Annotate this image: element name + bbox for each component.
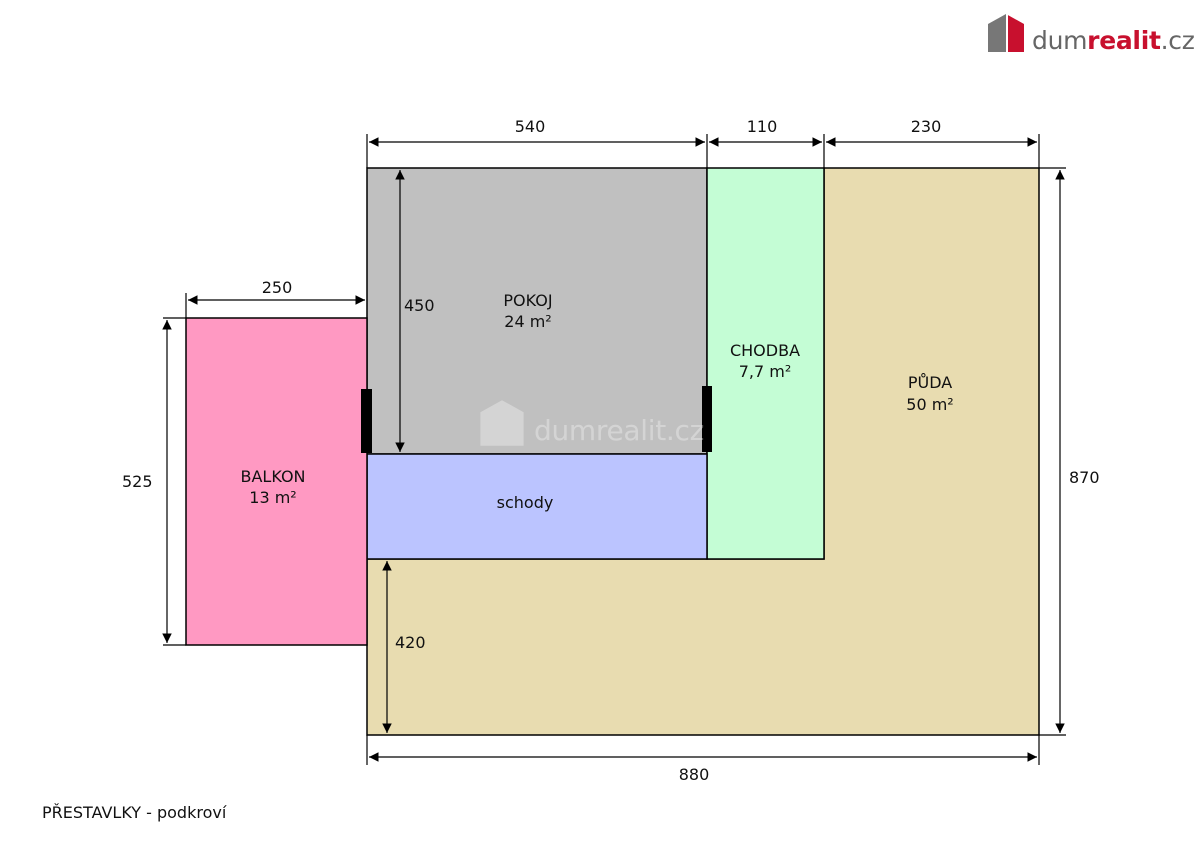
room-label-puda-area: 50 m² [906, 395, 953, 414]
dimension-total-height [1039, 167, 1066, 736]
brand-logo: dumrealit.cz [986, 12, 1195, 56]
plan-caption: PŘESTAVLKY - podkroví [42, 803, 227, 822]
room-label-pokoj-area: 24 m² [504, 312, 551, 331]
brand-name-part3: .cz [1160, 26, 1195, 55]
room-label-chodba-name: CHODBA [730, 341, 800, 360]
room-label-schody-name: schody [497, 493, 554, 512]
house-logo-icon [480, 400, 524, 446]
brand-name: dumrealit.cz [1032, 26, 1195, 55]
room-label-puda-name: PŮDA [908, 373, 952, 392]
dim-label-top-puda: 230 [911, 117, 942, 136]
house-logo-icon [988, 14, 1024, 52]
dim-label-total-height: 870 [1069, 468, 1100, 487]
room-pokoj [366, 167, 708, 455]
brand-name-part1: dum [1032, 26, 1088, 55]
dimension-total-width [366, 735, 1040, 765]
dim-label-top-pokoj: 540 [515, 117, 546, 136]
brand-name-part2: realit [1087, 26, 1161, 55]
room-label-balkon-name: BALKON [240, 467, 305, 486]
watermark: dumrealit.cz [478, 396, 728, 456]
door-pokoj-chodba [702, 386, 712, 452]
room-label-balkon-area: 13 m² [249, 488, 296, 507]
dim-label-balkon-height: 525 [122, 472, 153, 491]
dim-label-lower-height: 420 [395, 633, 426, 652]
dim-label-pokoj-height: 450 [404, 296, 435, 315]
room-label-chodba-area: 7,7 m² [739, 362, 792, 381]
room-chodba [706, 167, 825, 560]
room-balkon [185, 317, 368, 646]
room-schody [366, 453, 708, 560]
dimension-balkon-width [185, 293, 365, 318]
watermark-text: dumrealit.cz [534, 414, 705, 447]
dim-label-balkon-width: 250 [262, 278, 293, 297]
dim-label-total-width: 880 [679, 765, 710, 784]
dimension-balkon-height [162, 317, 186, 646]
door-balkon-pokoj [361, 389, 372, 453]
room-label-pokoj-name: POKOJ [503, 291, 552, 310]
dimension-top [366, 134, 1040, 168]
dim-label-top-chodba: 110 [747, 117, 778, 136]
